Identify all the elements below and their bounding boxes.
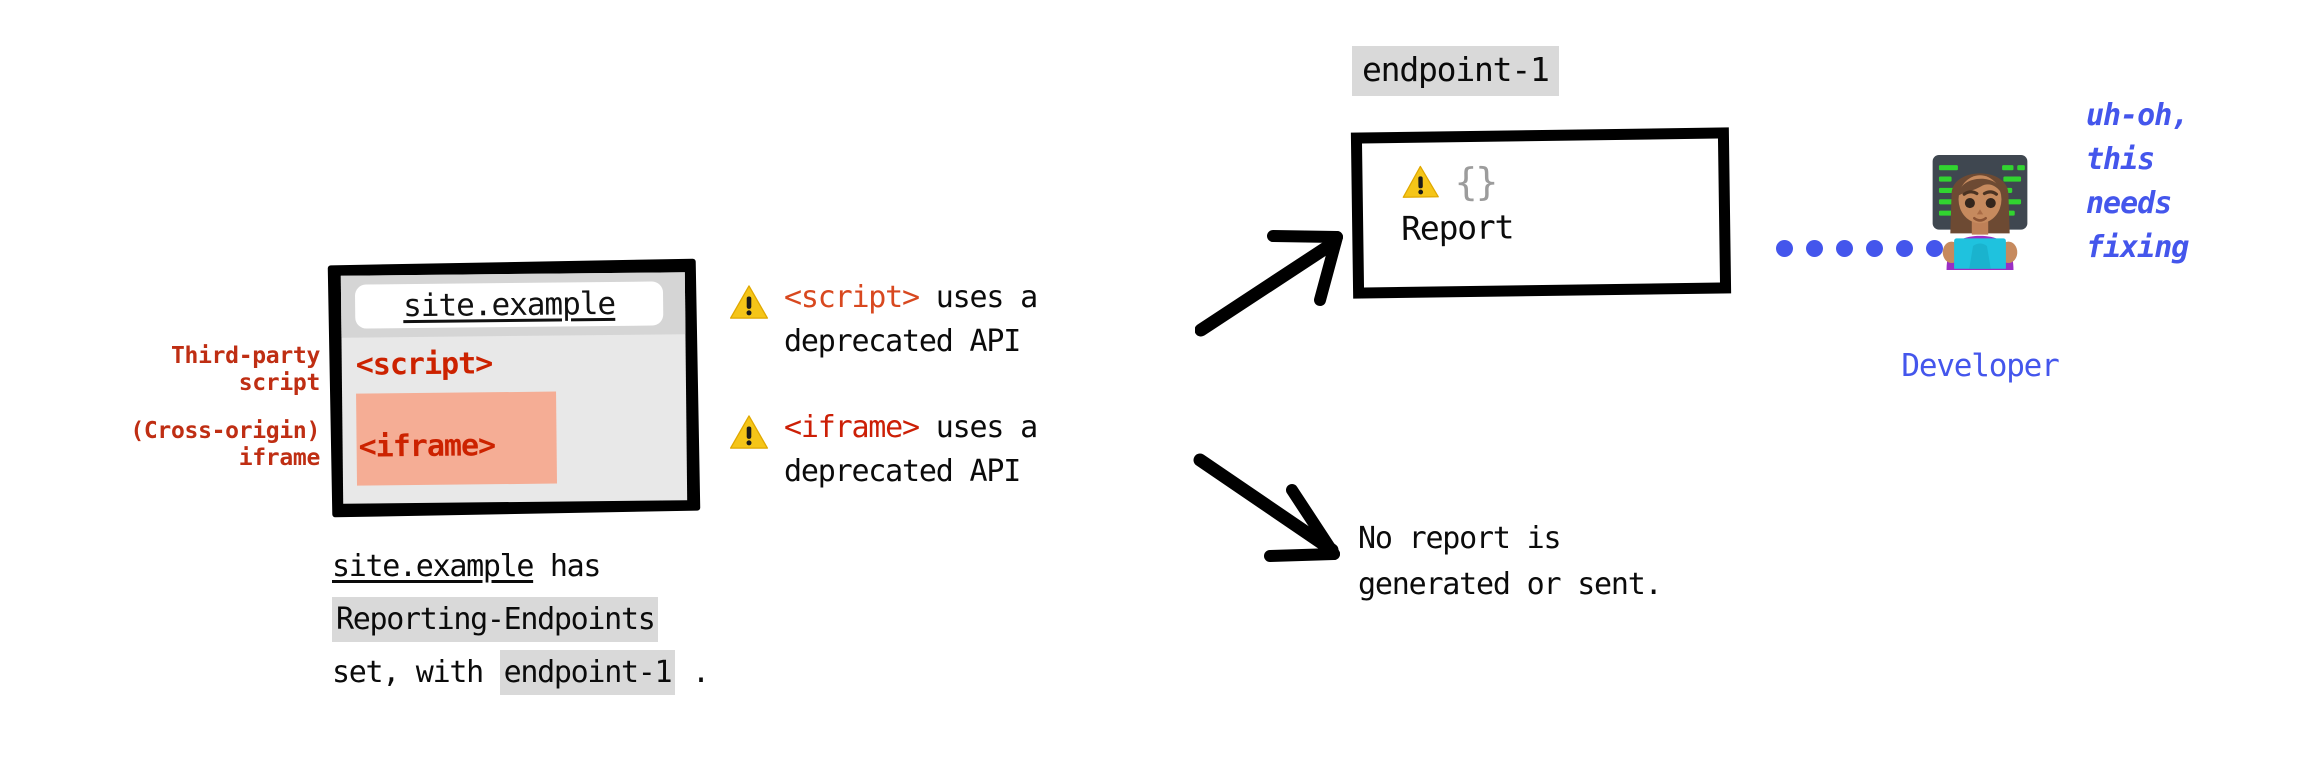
browser-caption: site.example has Reporting-Endpoints set… — [332, 540, 852, 699]
warning-line2-script: deprecated API — [784, 324, 1021, 359]
warning-triangle-icon — [729, 285, 769, 319]
connector-dot — [1776, 240, 1793, 257]
script-tag-code: <script> — [355, 346, 493, 383]
report-box-label: Report — [1400, 207, 1514, 248]
warning-tag-script: <script> — [784, 280, 920, 315]
label-third-party-script: Third-party script — [170, 343, 320, 396]
warning-triangle-icon — [729, 415, 769, 449]
report-box-frame: {} Report — [1350, 127, 1732, 299]
warning-line2-iframe: deprecated API — [784, 454, 1021, 489]
caption-period: . — [675, 655, 710, 690]
caption-line-1: site.example has — [332, 540, 852, 593]
caption-line-3: set, with endpoint-1 . — [332, 646, 852, 699]
warning-text-script: <script> uses a deprecated API — [784, 276, 1038, 364]
report-box: {} Report — [1350, 127, 1732, 299]
dotted-connector — [1776, 240, 1943, 257]
caption-endpoint-chip: endpoint-1 — [499, 650, 676, 695]
connector-dot — [1836, 240, 1853, 257]
warning-rest-script: uses a — [918, 280, 1038, 315]
report-box-content: {} Report — [1400, 159, 1514, 248]
connector-dot — [1896, 240, 1913, 257]
browser-titlebar: site.example — [340, 272, 686, 338]
caption-origin: site.example — [332, 549, 534, 584]
browser-frame: site.example <script> <iframe> — [327, 258, 701, 518]
caption-header-chip: Reporting-Endpoints — [332, 597, 659, 642]
label-cross-origin-iframe: (Cross-origin) iframe — [130, 418, 320, 471]
iframe-highlight-block: <iframe> — [356, 391, 558, 486]
arrow-to-endpoint-icon — [1195, 230, 1343, 337]
url-text: site.example — [402, 285, 616, 325]
developer-label: Developer — [1901, 348, 2059, 384]
caption-has: has — [533, 549, 602, 584]
warning-triangle-icon — [1402, 165, 1439, 198]
report-icon-row: {} — [1400, 159, 1513, 205]
browser-viewport: site.example <script> <iframe> — [340, 272, 688, 504]
warning-row-script: <script> uses a deprecated API — [728, 276, 1038, 364]
url-bar[interactable]: site.example — [354, 281, 664, 329]
woman-technologist-emoji — [1932, 155, 2028, 270]
connector-dot — [1926, 240, 1943, 257]
arrow-to-no-report-icon — [1193, 453, 1340, 562]
warning-tag-iframe: <iframe> — [784, 410, 920, 445]
connector-dot — [1866, 240, 1883, 257]
json-braces-icon: {} — [1454, 159, 1497, 205]
developer-quote: uh-oh, this needs fixing — [2086, 98, 2189, 265]
warning-rest-iframe: uses a — [918, 410, 1038, 445]
caption-line-2: Reporting-Endpoints — [332, 593, 852, 646]
warning-text-iframe: <iframe> uses a deprecated API — [784, 406, 1038, 494]
no-report-text: No report is generated or sent. — [1358, 521, 1663, 602]
warning-row-iframe: <iframe> uses a deprecated API — [728, 406, 1038, 494]
browser-window: site.example <script> <iframe> — [327, 258, 701, 518]
caption-set-with: set, with — [332, 655, 500, 690]
iframe-tag-code: <iframe> — [358, 428, 496, 465]
endpoint-label-chip: endpoint-1 — [1352, 46, 1559, 96]
connector-dot — [1806, 240, 1823, 257]
